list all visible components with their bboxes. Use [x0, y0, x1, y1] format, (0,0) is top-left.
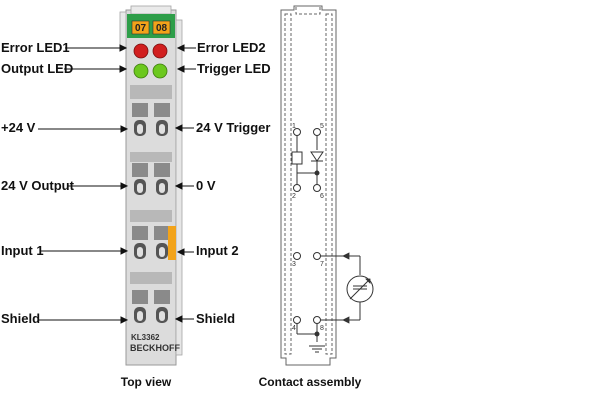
- diode-icon: [310, 151, 324, 162]
- channel-tag-right: [152, 20, 171, 35]
- contact-assembly-outline: [280, 5, 337, 366]
- trigger-led: [152, 63, 168, 79]
- caption-contact-assembly: Contact assembly: [259, 375, 362, 389]
- contact-number-4: 4: [292, 325, 296, 332]
- error-led1: [133, 43, 149, 59]
- caption-top-view: Top view: [121, 375, 172, 389]
- channel-number-left: 07: [135, 23, 147, 34]
- terminal-module: 07 08: [119, 5, 183, 366]
- label-shield-left: Shield: [1, 311, 40, 326]
- label-input1: Input 1: [1, 243, 44, 258]
- output-led: [133, 63, 149, 79]
- module-model: KL3362: [131, 333, 160, 342]
- label-input2: Input 2: [196, 243, 239, 258]
- contact-row-3: [132, 226, 170, 259]
- contact-row-4: [132, 290, 170, 323]
- channel-tag-left: [131, 20, 150, 35]
- orange-side-tab: [168, 226, 176, 260]
- contact-number-5: 5: [320, 123, 324, 130]
- label-plus24v: +24 V: [1, 120, 36, 135]
- label-24v-output: 24 V Output: [1, 178, 75, 193]
- relay-coil-icon: [291, 151, 303, 165]
- label-output-led: Output LED: [1, 61, 73, 76]
- shield-ground-icon: [309, 345, 325, 353]
- error-led2: [152, 43, 168, 59]
- label-trigger-led: Trigger LED: [197, 61, 271, 76]
- label-error-led1: Error LED1: [1, 40, 70, 55]
- contact-number-2: 2: [292, 193, 296, 200]
- leader-lines: [38, 44, 196, 324]
- contact-row-2: [132, 163, 170, 195]
- contact-row-1: [132, 103, 170, 136]
- channel-number-right: 08: [156, 23, 168, 34]
- contact-circuit: [291, 128, 374, 353]
- circuit-arrows: [342, 252, 371, 324]
- contact-number-3: 3: [292, 261, 296, 268]
- contact-number-6: 6: [320, 193, 324, 200]
- module-brand: BECKHOFF: [130, 343, 180, 353]
- contact-number-8: 8: [320, 325, 324, 332]
- contact-number-7: 7: [320, 261, 324, 268]
- label-error-led2: Error LED2: [197, 40, 266, 55]
- label-24v-trigger: 24 V Trigger: [196, 120, 270, 135]
- label-shield-right: Shield: [196, 311, 235, 326]
- label-0v: 0 V: [196, 178, 216, 193]
- contact-number-1: 1: [292, 123, 296, 130]
